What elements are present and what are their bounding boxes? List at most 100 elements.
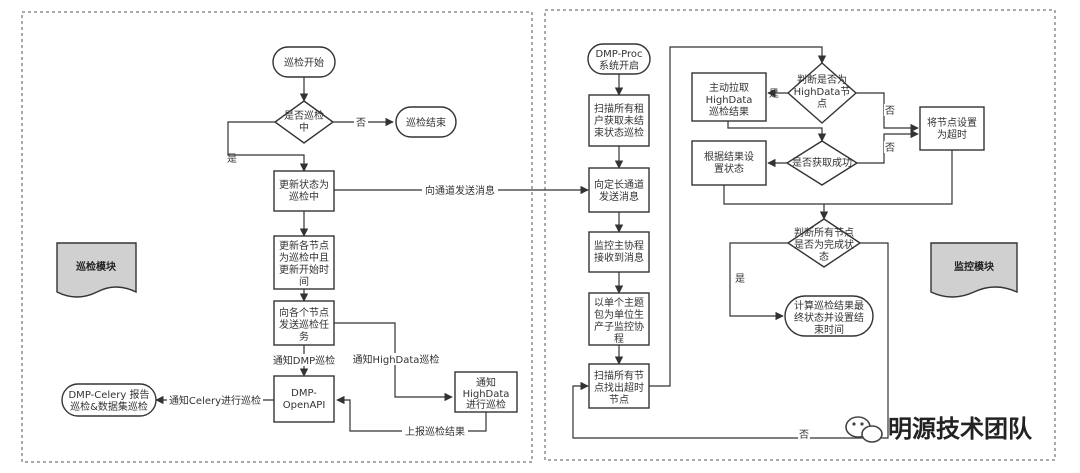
node-label: 点找出超时: [594, 381, 644, 394]
node-inspection-start: 巡检开始: [272, 46, 336, 78]
node-label: 巡检结束: [406, 116, 446, 129]
node-label: 系统开启: [599, 59, 639, 72]
node-label: 更新各节点: [279, 239, 329, 252]
edge-label-send-channel: 向通道发送消息: [425, 184, 495, 197]
edge-label-report: 上报巡检结果: [405, 425, 465, 438]
edge-timeout-to-judgeall: [824, 150, 953, 205]
node-label: 中: [299, 121, 309, 134]
edge-labels: 否 是 向通道发送消息 通知DMP巡检 通知HighData巡检 通知Celer…: [167, 88, 896, 441]
node-dmp-openapi: DMP- OpenAPI: [273, 375, 335, 423]
node-label: 点: [817, 98, 827, 110]
node-label: 巡检开始: [284, 56, 324, 69]
node-label: OpenAPI: [283, 400, 326, 411]
node-scan-tenants: 扫描所有租 户获取未结 束状态巡检: [588, 94, 650, 147]
node-pull-highdata: 主动拉取 HighData 巡检结果: [691, 72, 767, 122]
node-label: 巡检结果: [709, 105, 749, 118]
edge-pull-to-success: [727, 121, 827, 142]
node-set-status: 根据结果设 置状态: [691, 140, 767, 186]
edge-label-no: 否: [885, 105, 895, 117]
node-label: HighData节: [794, 86, 851, 98]
node-label: 巡检&数据集巡检: [70, 400, 148, 413]
node-label: 更新开始时: [279, 263, 329, 276]
node-notify-highdata: 通知 HighData 进行巡检: [454, 371, 518, 413]
edge-label-yes: 是: [735, 273, 745, 285]
node-label: 务: [299, 330, 309, 343]
node-dmp-celery: DMP-Celery 报告 巡检&数据集巡检: [61, 383, 157, 417]
node-all-complete: 判断所有节点 是否为完成状 态: [786, 218, 862, 268]
node-label: HighData: [706, 95, 753, 106]
edge-scanall-to-judge: [649, 46, 827, 387]
node-label: 根据结果设: [704, 150, 754, 163]
node-label: 扫描所有节: [594, 369, 644, 382]
node-update-nodes: 更新各节点 为巡检中且 更新开始时 间: [273, 235, 335, 290]
node-label: 束状态巡检: [594, 126, 644, 139]
node-inspection-end: 巡检结束: [395, 106, 457, 138]
node-label: 向各个节点: [279, 306, 329, 319]
edge-label-no: 否: [799, 429, 809, 441]
node-is-success: 是否获取成功: [785, 140, 859, 186]
node-label: 将节点设置: [927, 117, 977, 129]
node-send-tasks: 向各个节点 发送巡检任 务: [273, 300, 335, 346]
doc-label: 巡检模块: [76, 260, 117, 273]
node-label: 是否获取成功: [792, 157, 852, 169]
edge-label-notify-celery: 通知Celery进行巡检: [169, 394, 261, 407]
node-sub-coroutine: 以单个主题 包为单位生 产子监控协 程: [588, 292, 650, 346]
doc-inspection-module: 巡检模块: [56, 242, 137, 298]
edge-check-yes: [227, 121, 309, 172]
node-compute-result: 计算巡检结果最 终状态并设置结 束时间: [784, 295, 874, 337]
node-label: 束时间: [814, 323, 844, 336]
node-label: 判断是否为: [797, 73, 847, 86]
edge-label-yes: 是: [227, 153, 237, 165]
node-label: 进行巡检: [466, 398, 506, 411]
node-is-highdata: 判断是否为 HighData节 点: [786, 62, 858, 124]
node-label: 扫描所有租: [594, 102, 644, 115]
node-label: 是否为完成状: [794, 238, 854, 251]
node-label: 终状态并设置结: [794, 311, 864, 324]
watermark-text: 明源技术团队: [888, 415, 1033, 443]
node-label: 判断所有节点: [794, 226, 854, 239]
node-label: 接收到消息: [594, 251, 644, 264]
node-label: DMP-Proc: [595, 49, 642, 60]
node-update-status: 更新状态为 巡检中: [273, 170, 335, 212]
node-label: 通知: [476, 376, 496, 389]
watermark: 明源技术团队: [845, 415, 1033, 443]
node-label: 监控主协程: [594, 239, 644, 252]
node-is-inspecting: 是否巡检 中: [273, 100, 335, 144]
node-label: 态: [819, 250, 829, 263]
node-send-fixed-channel: 向定长通道 发送消息: [588, 167, 650, 213]
edge-judgeall-loop: [572, 242, 889, 439]
edge-label-yes: 是: [769, 88, 779, 100]
node-dmp-proc-start: DMP-Proc 系统开启: [587, 43, 651, 75]
edge-highdata-report: [336, 395, 487, 432]
edge-judgeall-to-compute: [729, 242, 788, 321]
node-label: 产子监控协: [594, 320, 644, 333]
node-label: 向定长通道: [594, 178, 644, 191]
edge-label-no: 否: [885, 142, 895, 154]
edge-label-no: 否: [356, 117, 366, 129]
node-label: 户获取未结: [594, 114, 644, 127]
node-label: 为超时: [937, 128, 967, 141]
node-label: 是否巡检: [284, 109, 324, 122]
node-label: 发送消息: [599, 190, 639, 203]
node-main-coroutine: 监控主协程 接收到消息: [588, 231, 650, 273]
node-scan-timeout: 扫描所有节 点找出超时 节点: [588, 363, 650, 409]
edge-status-to-judgeall: [723, 185, 829, 220]
edge-label-notify-dmp: 通知DMP巡检: [273, 354, 335, 367]
node-label: 以单个主题: [594, 297, 644, 309]
edge-label-notify-highdata: 通知HighData巡检: [353, 353, 440, 366]
node-label: 巡检中: [289, 190, 319, 203]
node-label: DMP-Celery 报告: [68, 388, 149, 401]
node-label: 主动拉取: [709, 81, 749, 94]
doc-label: 监控模块: [954, 260, 995, 273]
node-label: 包为单位生: [594, 308, 644, 321]
node-label: HighData: [463, 389, 510, 400]
wechat-logo-icon: [845, 416, 883, 443]
node-label: 程: [614, 333, 624, 345]
doc-monitor-module: 监控模块: [930, 242, 1018, 298]
node-set-timeout: 将节点设置 为超时: [919, 106, 985, 151]
node-label: 更新状态为: [279, 178, 329, 191]
node-label: 为巡检中且: [279, 251, 329, 264]
node-label: 间: [299, 275, 309, 288]
node-label: 节点: [609, 394, 629, 406]
